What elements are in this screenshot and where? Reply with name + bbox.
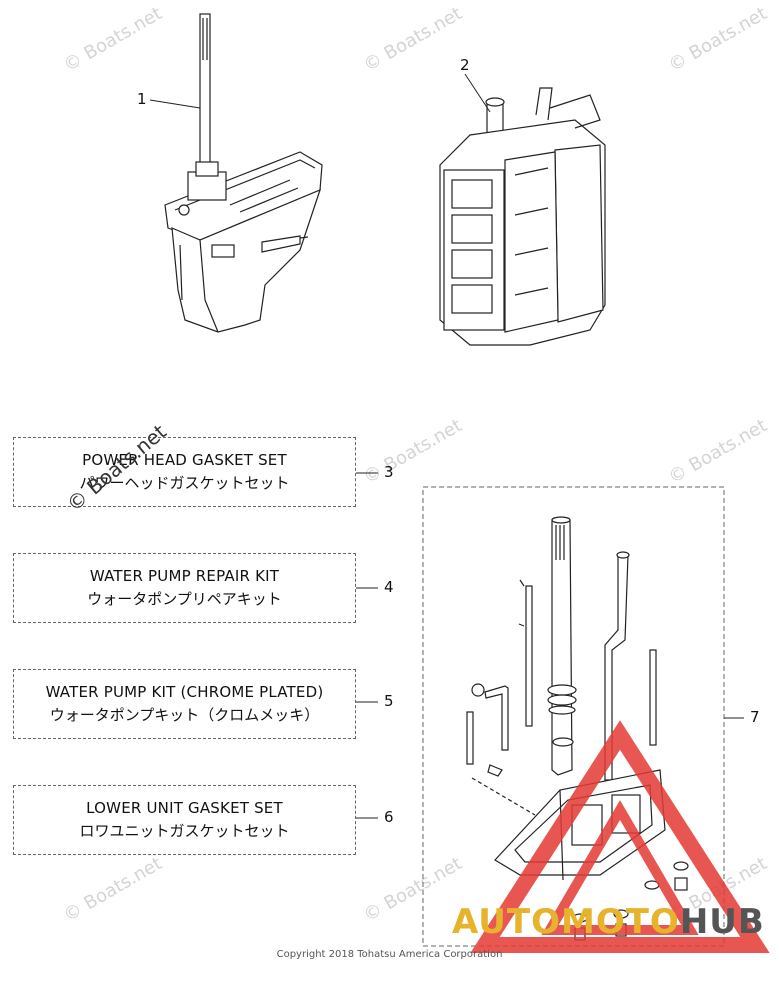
autosmotohub-triangle-logo <box>470 720 770 953</box>
kit-name-jp: ウォータポンプキット（クロムメッキ） <box>49 706 320 724</box>
lower-unit-drawing <box>164 13 323 333</box>
logo-part-3: HUB <box>679 902 765 942</box>
callout-4: 4 <box>384 578 394 596</box>
leader-line-1 <box>149 99 201 109</box>
logo-part-1: AUTO <box>452 902 561 942</box>
kit-box-power-head-gasket-set: POWER HEAD GASKET SET パワーヘッドガスケットセット <box>13 437 356 507</box>
kit-box-water-pump-kit-chrome: WATER PUMP KIT (CHROME PLATED) ウォータポンプキッ… <box>13 669 356 739</box>
kit-name-jp: パワーヘッドガスケットセット <box>79 474 290 492</box>
kit-name-en: LOWER UNIT GASKET SET <box>86 799 283 817</box>
kit-box-water-pump-repair-kit: WATER PUMP REPAIR KIT ウォータポンプリペアキット <box>13 553 356 623</box>
kit-7-frame <box>422 486 725 947</box>
callout-1: 1 <box>137 90 147 108</box>
leader-line-2 <box>464 73 491 113</box>
copyright-text: Copyright 2018 Tohatsu America Corporati… <box>276 949 503 960</box>
callout-3: 3 <box>384 463 394 481</box>
power-head-drawing <box>439 87 606 346</box>
kit-name-jp: ロワユニットガスケットセット <box>79 822 290 840</box>
kit-box-lower-unit-gasket-set: LOWER UNIT GASKET SET ロワユニットガスケットセット <box>13 785 356 855</box>
callout-7: 7 <box>750 708 760 726</box>
callout-5: 5 <box>384 692 394 710</box>
callout-6: 6 <box>384 808 394 826</box>
autosmotohub-logo[interactable]: AUTOMOTOHUB <box>452 902 765 946</box>
kit-name-en: WATER PUMP KIT (CHROME PLATED) <box>45 683 324 701</box>
callout-2: 2 <box>460 56 470 74</box>
kit-name-jp: ウォータポンプリペアキット <box>87 590 282 608</box>
kit-name-en: POWER HEAD GASKET SET <box>82 451 287 469</box>
logo-part-2: MOTO <box>560 902 680 942</box>
kit-name-en: WATER PUMP REPAIR KIT <box>89 567 280 585</box>
